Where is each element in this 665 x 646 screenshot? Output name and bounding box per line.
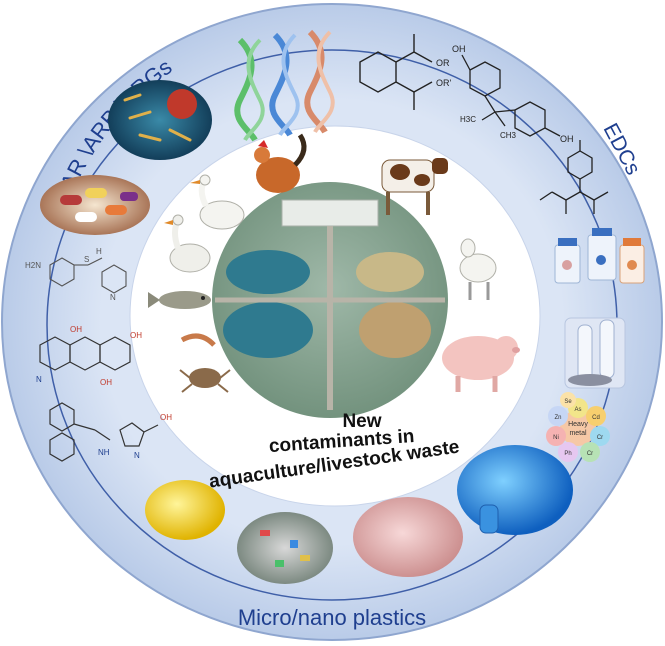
element-cr: Cr bbox=[597, 435, 603, 441]
element-zn: Zn bbox=[554, 415, 561, 421]
element-cd: Cd bbox=[592, 415, 600, 421]
goose-icon bbox=[190, 174, 245, 230]
pig-icon bbox=[442, 336, 520, 392]
label-micro-nano-plastics: Micro/nano plastics bbox=[238, 605, 426, 630]
phthalate-structure bbox=[359, 34, 433, 110]
pink-pellets-image bbox=[353, 497, 463, 577]
mixed-plastic-waste-image bbox=[237, 512, 333, 584]
element-ph: Ph bbox=[564, 451, 571, 457]
blue-plastic-image bbox=[457, 445, 573, 535]
goat-icon bbox=[459, 238, 497, 300]
tetracycline-structure bbox=[39, 336, 131, 371]
element-ni: Ni bbox=[553, 435, 559, 441]
bpa-ch3: CH3 bbox=[500, 131, 517, 140]
sulfa-n: N bbox=[110, 293, 116, 302]
plastic-fragments bbox=[260, 530, 310, 567]
tet-oh-2: OH bbox=[130, 331, 142, 340]
phthalate-or-prime-label: OR' bbox=[436, 78, 452, 88]
rooster-icon bbox=[254, 133, 307, 193]
element-cr-2: Cr bbox=[587, 451, 593, 457]
cow-icon bbox=[381, 158, 448, 215]
bisphenol-structure bbox=[461, 54, 561, 137]
tet-oh-3: OH bbox=[100, 378, 112, 387]
heavy-metal-label-1: Heavy bbox=[568, 421, 588, 428]
fmoc-nh: NH bbox=[98, 448, 110, 457]
dna-helix-image bbox=[234, 29, 335, 142]
goose-2-icon bbox=[164, 214, 211, 273]
bacteria-image bbox=[108, 80, 212, 160]
sulfa-s: S bbox=[84, 255, 89, 264]
bpa-h3c: H3C bbox=[460, 115, 476, 124]
phthalate-or-label: OR bbox=[436, 58, 450, 68]
farm-details bbox=[215, 199, 445, 410]
fish-icon bbox=[148, 291, 211, 309]
bpa-oh-top: OH bbox=[452, 44, 466, 54]
medicine-vials-image bbox=[554, 228, 645, 284]
pill-capsules bbox=[60, 188, 138, 222]
lab-tubes-image bbox=[564, 317, 626, 389]
blue-tube-icon bbox=[479, 504, 499, 534]
element-se: Se bbox=[564, 399, 572, 405]
pills-image bbox=[40, 175, 150, 235]
crab-icon bbox=[179, 368, 231, 393]
heavy-metal-elements: As Cd Cr Cr Ph Ni Zn Se bbox=[553, 399, 603, 457]
tet-n: N bbox=[36, 375, 42, 384]
virus-icon bbox=[167, 89, 197, 119]
heavy-metal-flower bbox=[546, 392, 610, 462]
fmoc-n: N bbox=[134, 451, 140, 460]
bpa-oh-right: OH bbox=[560, 134, 574, 144]
alkylphenol-structure bbox=[539, 140, 609, 214]
yellow-pellets-image bbox=[145, 480, 225, 540]
sulfonamide-structure bbox=[49, 257, 127, 294]
sulfa-h: H bbox=[96, 247, 102, 256]
bacteria-rods bbox=[123, 93, 192, 142]
element-as: As bbox=[574, 407, 581, 413]
fmoc-structure bbox=[49, 402, 159, 462]
sulfa-h2n: H2N bbox=[25, 261, 41, 270]
shrimp-icon bbox=[180, 333, 216, 347]
center-title-line1: New bbox=[342, 411, 381, 432]
tet-oh-1: OH bbox=[70, 325, 82, 334]
heavy-metal-label-2: metal bbox=[569, 430, 587, 437]
fmoc-oh: OH bbox=[160, 413, 172, 422]
